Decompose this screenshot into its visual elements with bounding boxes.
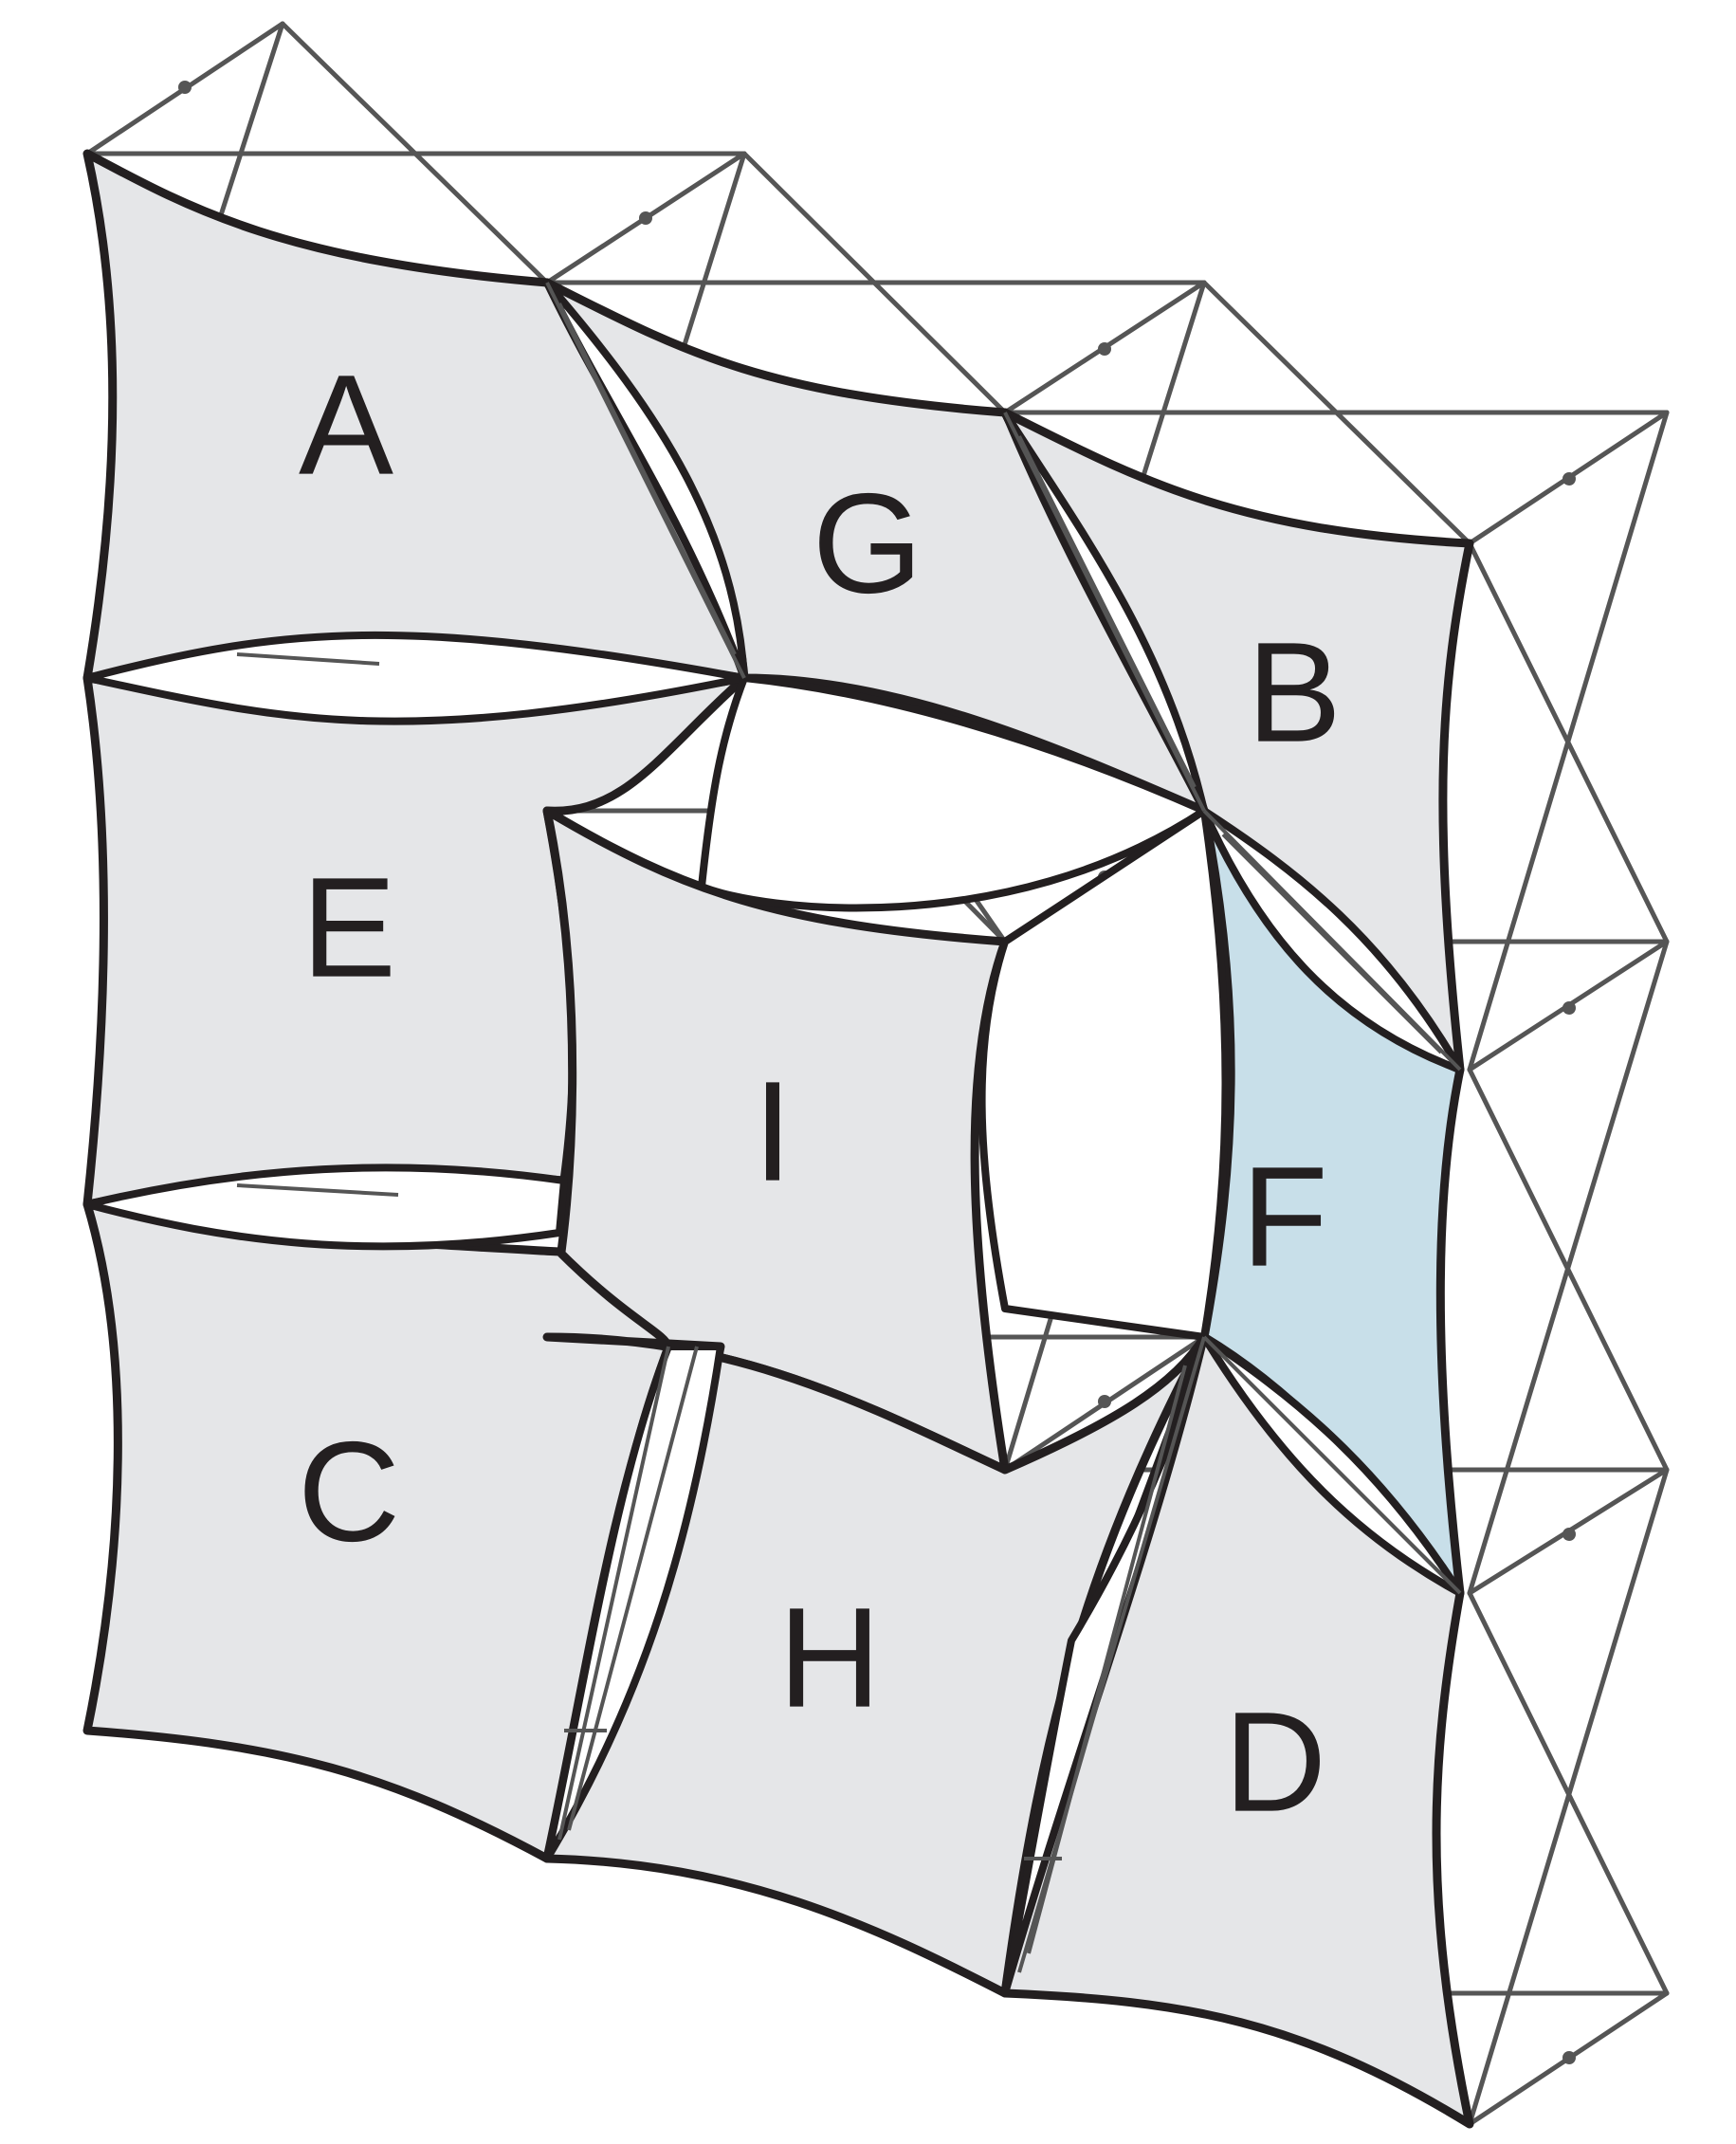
panel-label-B: B xyxy=(1247,613,1342,772)
panel-label-I: I xyxy=(753,1052,793,1211)
panel-label-C: C xyxy=(298,1412,400,1571)
panel-label-F: F xyxy=(1241,1137,1328,1296)
panel-label-D: D xyxy=(1224,1682,1326,1842)
panel-label-E: E xyxy=(302,848,396,1007)
panel-label-A: A xyxy=(299,345,393,504)
panel-label-H: H xyxy=(778,1578,881,1737)
panel-label-G: G xyxy=(813,464,923,623)
